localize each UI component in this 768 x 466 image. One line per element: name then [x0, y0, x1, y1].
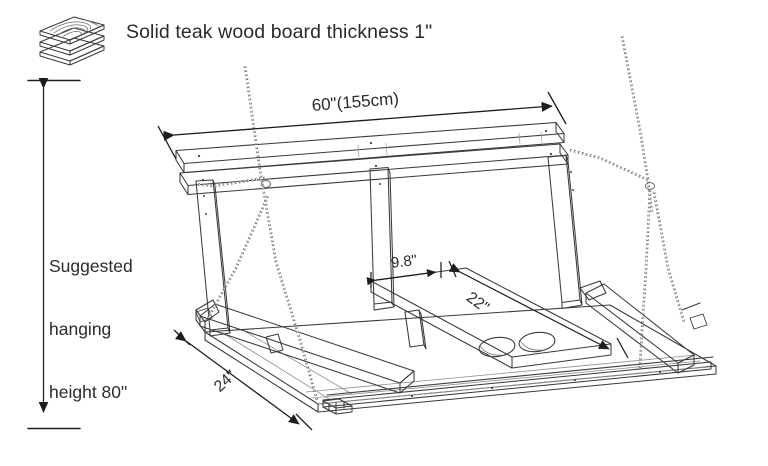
hanging-height-label: Suggested hanging height 80"	[49, 214, 133, 445]
chain-anchor-right	[689, 313, 708, 330]
center-tray	[370, 267, 612, 369]
support-post-left	[195, 179, 231, 337]
hanging-height-line-3: height 80"	[49, 382, 128, 402]
hanging-height-line-1: Suggested	[49, 256, 133, 276]
hanging-height-line-2: hanging	[49, 319, 112, 339]
dimension-22-arrow	[448, 263, 629, 359]
support-post-center	[369, 166, 395, 311]
dimension-24-arrow	[173, 329, 313, 431]
hanging-height-dimension	[27, 79, 81, 430]
support-post-right	[547, 154, 583, 310]
cup-holder-left	[478, 336, 516, 358]
screw-dots-lower-rail	[201, 152, 553, 182]
chain-anchor-left	[195, 307, 213, 323]
screw-dots-seat-front	[410, 370, 662, 398]
seat-corner-blocks	[322, 398, 353, 415]
screw-dots-top-rail	[197, 129, 548, 158]
backrest-lower-rail	[179, 143, 569, 196]
cup-holder-right	[518, 331, 556, 353]
dimension-label-tray-width: 9.8"	[390, 251, 419, 272]
wood-board-stack-icon	[39, 16, 105, 66]
seat-front-rail	[322, 356, 714, 408]
chain-left	[195, 65, 319, 401]
dimension-60-arrow	[157, 91, 567, 160]
board-thickness-label: Solid teak wood board thickness 1"	[126, 21, 433, 43]
chain-right	[569, 35, 686, 369]
